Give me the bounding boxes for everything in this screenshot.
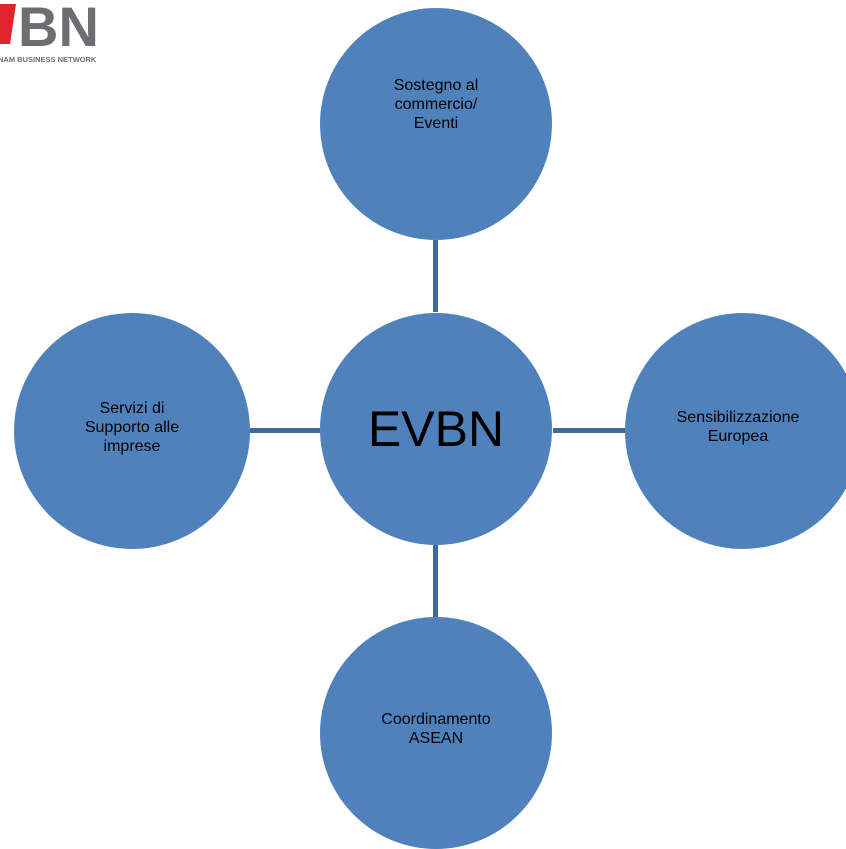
logo-tagline: NAM BUSINESS NETWORK [0,55,97,64]
node-bottom: Coordinamento ASEAN [320,617,552,849]
connector-top [433,240,438,312]
node-left: Servizi di Supporto alle imprese [14,313,250,549]
node-top-label: Sostegno al commercio/ Eventi [393,76,479,132]
node-left-label: Servizi di Supporto alle imprese [84,399,180,455]
logo-red-mark [0,4,16,44]
connector-left [250,428,320,433]
node-center-label: EVBN [367,401,505,457]
logo-letters: BN [18,0,99,58]
connector-bottom [433,545,438,617]
connector-right [553,428,625,433]
node-right: Sensibilizzazione Europea [625,313,846,549]
node-bottom-label: Coordinamento ASEAN [381,711,491,747]
node-top: Sostegno al commercio/ Eventi [320,8,552,240]
node-right-label: Sensibilizzazione Europea [676,409,800,445]
evbn-logo: BN NAM BUSINESS NETWORK [0,0,140,64]
node-center: EVBN [320,313,552,545]
logo-graphic: BN NAM BUSINESS NETWORK [0,0,99,64]
